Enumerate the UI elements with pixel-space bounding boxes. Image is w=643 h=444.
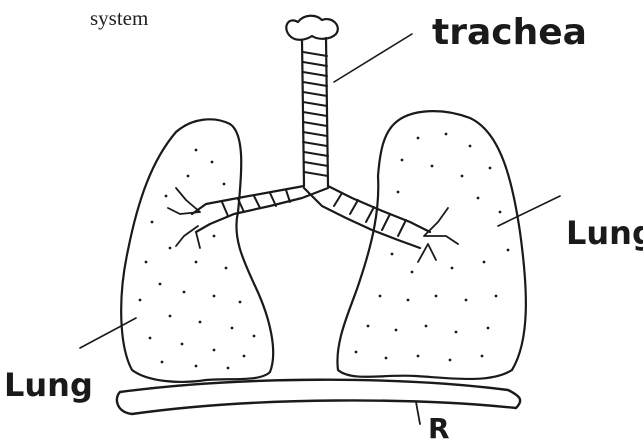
- right-lung: [337, 111, 525, 379]
- left-lung-speckles: [139, 149, 256, 370]
- diaphragm-label: R: [428, 412, 450, 444]
- left-bronchioles: [168, 188, 200, 248]
- diaphragm: [117, 380, 520, 414]
- trachea-label: trachea: [432, 12, 587, 53]
- trachea-rings: [303, 52, 328, 176]
- left-lung-pointer-line: [80, 318, 136, 348]
- right-bronchioles: [418, 208, 458, 262]
- left-lung: [121, 119, 273, 382]
- left-lung-label: Lung: [4, 366, 93, 404]
- right-bronchus: [304, 186, 430, 248]
- right-lung-label: Lung: [566, 214, 643, 252]
- right-lung-pointer-line: [498, 196, 560, 226]
- diaphragm-pointer-line: [416, 402, 420, 424]
- trachea-top: [286, 16, 338, 40]
- trachea-pointer-line: [334, 34, 412, 82]
